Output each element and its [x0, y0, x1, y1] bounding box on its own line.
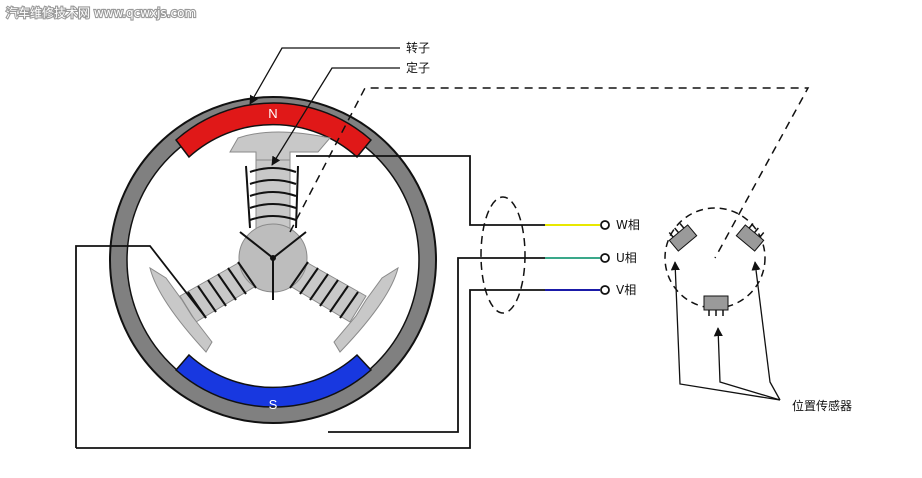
position-sensor-label: 位置传感器 — [792, 398, 852, 413]
stator-label: 定子 — [406, 60, 430, 75]
rotor-label: 转子 — [406, 40, 430, 55]
phase-leads — [75, 155, 545, 449]
w-terminal — [600, 220, 610, 230]
south-magnet — [174, 353, 373, 408]
watermark-text: 汽车维修技术网 www.qcwxjs.com — [6, 5, 196, 20]
cable-bundle-outline — [480, 196, 526, 314]
hall-sensor-left — [668, 223, 698, 252]
sensor-callouts — [670, 261, 781, 401]
north-pole-label: N — [268, 106, 277, 121]
callouts — [249, 47, 400, 166]
v-terminal — [600, 285, 610, 295]
sensor-projection — [289, 87, 810, 259]
w-phase-label: W相 — [616, 218, 640, 232]
u-terminal — [600, 253, 610, 263]
north-magnet — [174, 102, 373, 159]
hall-sensor-bottom — [703, 295, 729, 316]
south-pole-label: S — [269, 397, 278, 412]
stator-windings — [187, 165, 359, 319]
u-phase-label: U相 — [616, 251, 637, 265]
hall-sensor-right — [735, 223, 765, 252]
v-phase-label: V相 — [616, 283, 636, 297]
